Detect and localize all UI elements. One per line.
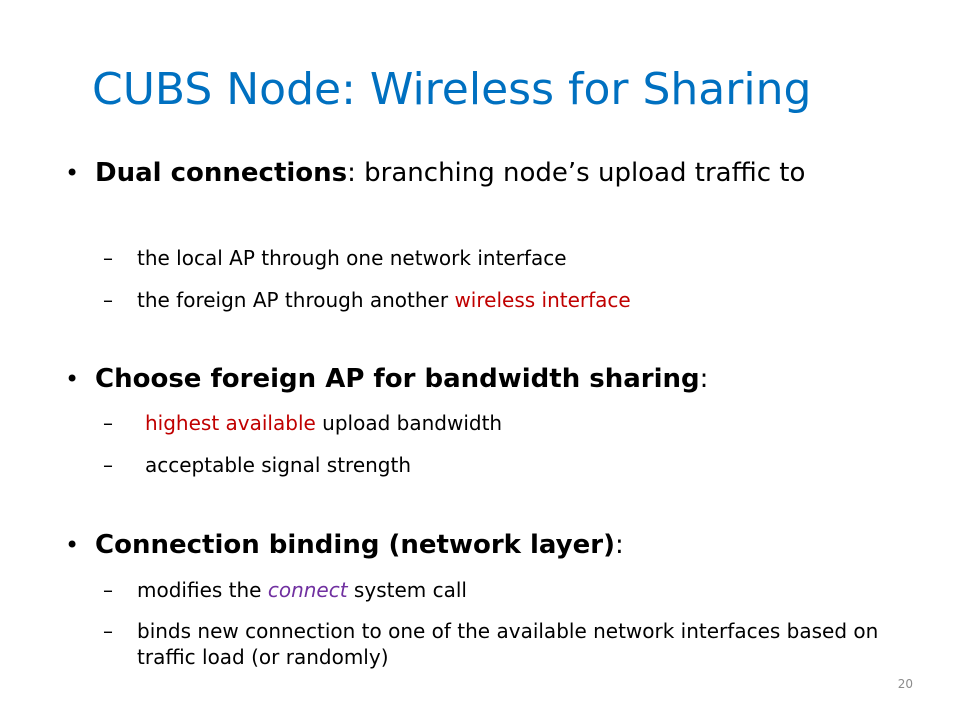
- highlight-connect: connect: [267, 578, 348, 602]
- sub-bullet-text: acceptable signal strength: [145, 453, 412, 477]
- bullet-dual-connections: • Dual connections: branching node’s upl…: [65, 158, 915, 188]
- sub-bullet-text-tail: system call: [347, 578, 467, 602]
- dash-marker: –: [103, 288, 113, 312]
- highlight-wireless-interface: wireless interface: [454, 288, 631, 312]
- sub-bullet-text: the local AP through one network interfa…: [137, 246, 567, 270]
- dash-marker: –: [103, 619, 113, 643]
- bullet-heading: Choose foreign AP for bandwidth sharing: [95, 364, 700, 394]
- bullet-heading: Dual connections: [95, 158, 348, 188]
- sub-bullet-local-ap: – the local AP through one network inter…: [103, 245, 927, 271]
- slide-number: 20: [897, 677, 913, 691]
- sub-bullet-modifies-connect: – modifies the connect system call: [103, 577, 927, 603]
- dash-marker: –: [103, 411, 113, 435]
- bullet-marker: •: [65, 159, 80, 187]
- sub-bullet-text: the foreign AP through another: [137, 288, 455, 312]
- sub-bullet-text: upload bandwidth: [315, 411, 503, 435]
- sub-bullet-text: binds new connection to one of the avail…: [137, 619, 879, 669]
- sub-bullet-signal-strength: – acceptable signal strength: [103, 452, 935, 478]
- bullet-text: :: [699, 364, 709, 394]
- sub-bullet-foreign-ap: – the foreign AP through another wireles…: [103, 287, 927, 313]
- sub-bullet-highest-bandwidth: – highest available upload bandwidth: [103, 410, 935, 436]
- slide-title: CUBS Node: Wireless for Sharing: [92, 64, 812, 115]
- bullet-choose-foreign-ap: • Choose foreign AP for bandwidth sharin…: [65, 364, 915, 394]
- bullet-marker: •: [65, 531, 80, 559]
- bullet-heading: Connection binding (network layer): [95, 530, 615, 560]
- sub-bullet-binds-connection: – binds new connection to one of the ava…: [103, 618, 927, 670]
- highlight-highest-available: highest available: [145, 411, 316, 435]
- dash-marker: –: [103, 246, 113, 270]
- bullet-text: : branching node’s upload traffic to: [347, 158, 806, 188]
- sub-bullet-text: modifies the: [137, 578, 268, 602]
- bullet-connection-binding: • Connection binding (network layer):: [65, 530, 915, 560]
- bullet-marker: •: [65, 365, 80, 393]
- dash-marker: –: [103, 453, 113, 477]
- bullet-text: :: [614, 530, 624, 560]
- dash-marker: –: [103, 578, 113, 602]
